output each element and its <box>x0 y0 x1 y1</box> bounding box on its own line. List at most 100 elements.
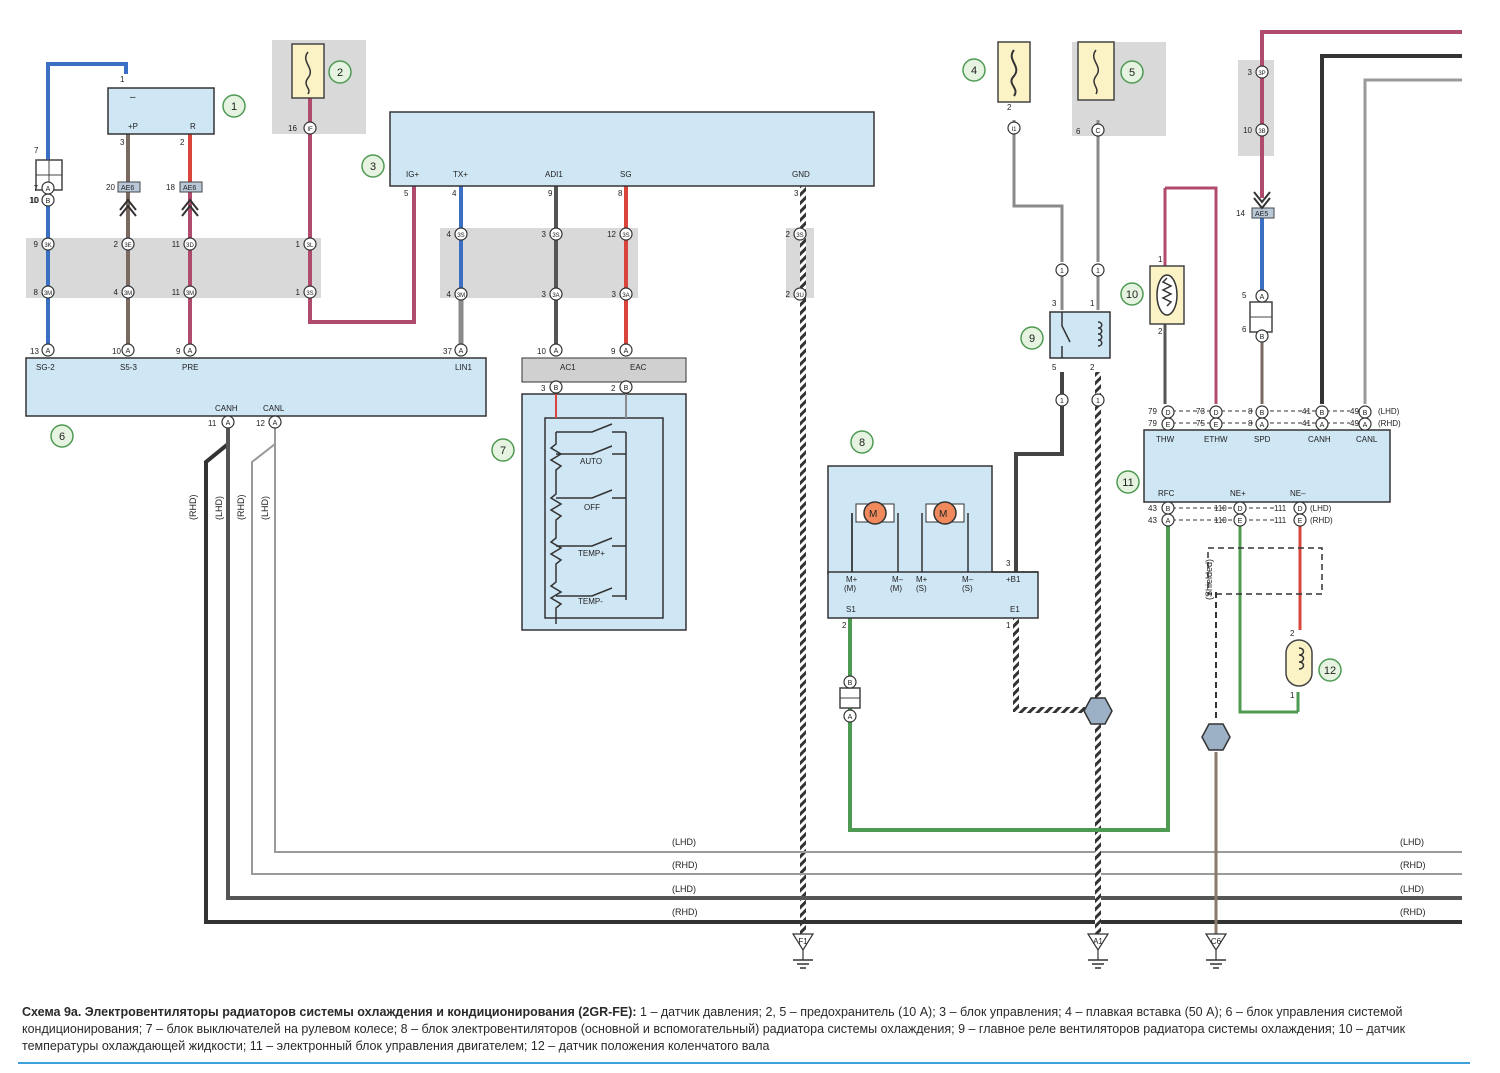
connector-marker-label: E <box>1214 422 1219 429</box>
connector-3p-backdrop <box>1238 60 1274 156</box>
connector-marker: 1 <box>1091 263 1105 277</box>
connector-marker: 3S3 <box>542 227 563 241</box>
motor-aux-icon <box>933 501 957 525</box>
fuse-5-icon <box>1093 49 1099 95</box>
fuse-5 <box>1077 41 1115 101</box>
connector-marker: D <box>1209 405 1223 419</box>
component-badge: 9 <box>1020 326 1044 350</box>
c6-sg2: SG-2 <box>36 363 55 372</box>
connector-marker: D <box>1233 501 1247 515</box>
c1-pin-top: 1 <box>120 75 125 84</box>
c3-ig: IG+ <box>406 170 419 179</box>
wire-gnd-stripe <box>800 186 806 934</box>
connector-marker-label: B <box>1363 410 1368 417</box>
connector-ae6-left-label: AE6 <box>121 185 134 192</box>
wire-pink-spd-top <box>1260 30 1462 198</box>
connector-marker-label: 3M <box>186 291 194 297</box>
c6-n-lin: 37 <box>443 347 452 356</box>
connector-marker-label: I1 <box>1011 127 1017 133</box>
harness-label-rhd-3: (RHD) <box>1400 860 1426 870</box>
junction-band-mid <box>440 228 638 298</box>
c11-rhd-top: (RHD) <box>1378 419 1401 428</box>
connector-marker: A <box>121 343 135 357</box>
c10-n2: 2 <box>1158 327 1163 336</box>
wire-green-s1 <box>848 522 1170 832</box>
connector-pin-number: 10 <box>1243 126 1252 135</box>
connector-marker: A <box>454 343 468 357</box>
c9-n1: 1 <box>1090 299 1095 308</box>
coolant-sensor-bulb <box>1156 274 1178 316</box>
wire-canh-right <box>1320 54 1462 404</box>
c11-nep-b: 110 <box>1214 516 1227 525</box>
c12-n2: 2 <box>1290 629 1295 638</box>
component-badge-number: 10 <box>1126 289 1138 301</box>
connector-marker: E <box>1293 513 1307 527</box>
connector-marker-label: A <box>1260 422 1265 429</box>
connector-ae6-right <box>179 181 203 193</box>
connector-pin-number: 3 <box>612 290 617 299</box>
connector-marker: B <box>1315 405 1329 419</box>
connector-pin-number: 2 <box>786 290 791 299</box>
connector-marker: B10 <box>29 193 55 207</box>
component-badge: 2 <box>328 60 352 84</box>
vertical-label-rhd-2: (RHD) <box>236 495 246 521</box>
shielded-label: (Shielded) <box>1204 559 1214 600</box>
connector-marker: 3L1 <box>296 237 317 251</box>
harness-label-lhd-3: (LHD) <box>1400 837 1424 847</box>
c6-pre: PRE <box>182 363 198 372</box>
connector-pin-number: 4 <box>447 290 452 299</box>
c7-tempm: TEMP- <box>578 597 603 606</box>
connector-marker: B <box>1161 501 1175 515</box>
ground-symbol: F1 <box>791 933 815 969</box>
component-badge-number: 6 <box>59 431 65 443</box>
connector-pin-number: 1 <box>296 288 301 297</box>
c11-spd: SPD <box>1254 435 1271 444</box>
connector-marker: A <box>843 709 857 723</box>
connector-marker: B <box>843 675 857 689</box>
connector-marker-label: A <box>1320 422 1325 429</box>
c11-nem-b: 111 <box>1274 516 1287 525</box>
component-badge-number: 2 <box>337 67 343 79</box>
connector-marker-label: 3B <box>1258 129 1265 135</box>
splice-b <box>1201 723 1231 751</box>
component-badge-number: 11 <box>1122 477 1133 489</box>
c11-ethw: ETHW <box>1204 435 1228 444</box>
c3-n-adi: 9 <box>548 189 553 198</box>
connector-marker-label: 3M <box>124 291 132 297</box>
component-badge: 8 <box>850 430 874 454</box>
connector-marker: B <box>1255 405 1269 419</box>
c10-n1: 1 <box>1158 255 1163 264</box>
ground-label: F1 <box>798 937 808 946</box>
connector-marker: I1 <box>1007 121 1021 135</box>
connector-pin-number: 10 <box>29 196 38 205</box>
c3-sg: SG <box>620 170 632 179</box>
c9-n2: 2 <box>1090 363 1095 372</box>
c8-m1: M+ <box>846 575 858 584</box>
c11-thw: THW <box>1156 435 1175 444</box>
connector-marker-label: A <box>1260 294 1265 301</box>
connector-pin-number: 9 <box>34 240 39 249</box>
component-badge: 12 <box>1318 658 1342 682</box>
wire-relay-gnd-stripe <box>1095 372 1101 934</box>
c1-minus: – <box>130 92 136 103</box>
crank-coil-icon <box>1298 647 1305 670</box>
c11-nep: NE+ <box>1230 489 1246 498</box>
c11-nep-a: 110 <box>1214 504 1227 513</box>
fusible-link-4 <box>997 41 1031 103</box>
connector-pin-number: 11 <box>172 240 181 249</box>
connector-marker: 3M4 <box>114 285 135 299</box>
component-badge: 4 <box>962 58 986 82</box>
pin-20: 20 <box>106 183 115 192</box>
ground-label: C6 <box>1211 937 1222 946</box>
wire-can-4 <box>274 422 1462 853</box>
wire-pink-ig <box>308 96 416 324</box>
vertical-label-lhd-1: (LHD) <box>214 496 224 520</box>
connector-pin-number: 11 <box>172 288 181 297</box>
c11-r5a: 49 <box>1350 407 1359 416</box>
component-badge: 11 <box>1116 470 1140 494</box>
connector-marker: A <box>619 343 633 357</box>
connector-pin-number: 2 <box>114 240 119 249</box>
connector-marker: 3U2 <box>786 287 807 301</box>
